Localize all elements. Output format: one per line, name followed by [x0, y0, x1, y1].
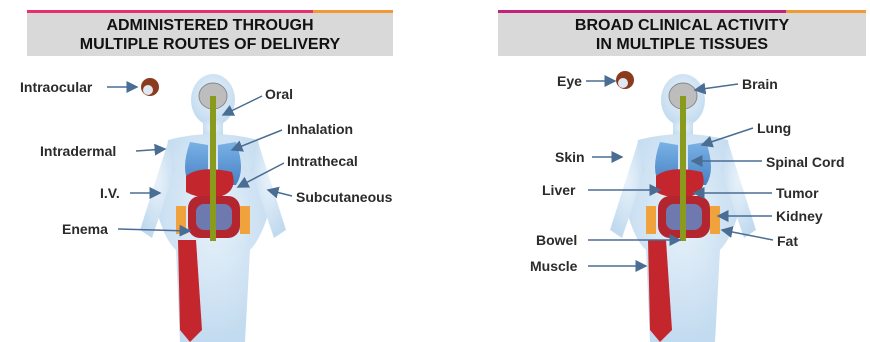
label-fat: Fat [777, 233, 798, 249]
label-oral: Oral [265, 86, 293, 102]
spinal-cord-icon [210, 96, 216, 241]
label-iv: I.V. [100, 185, 120, 201]
fat-icon [646, 206, 656, 234]
label-intradermal: Intradermal [40, 143, 116, 159]
eye-icon [616, 71, 634, 89]
label-skin: Skin [555, 149, 585, 165]
eye-icon [141, 78, 159, 96]
spinal-cord-icon [680, 96, 686, 241]
fat-icon [176, 206, 186, 234]
label-eye: Eye [557, 73, 582, 89]
label-brain: Brain [742, 76, 778, 92]
label-intrathecal: Intrathecal [287, 153, 358, 169]
label-spinal-cord: Spinal Cord [766, 154, 845, 170]
label-bowel: Bowel [536, 232, 577, 248]
label-liver: Liver [542, 182, 575, 198]
label-kidney: Kidney [776, 208, 823, 224]
label-inhalation: Inhalation [287, 121, 353, 137]
label-lung: Lung [757, 120, 791, 136]
body-diagram-tissues [470, 0, 870, 342]
label-subcutaneous: Subcutaneous [296, 189, 392, 205]
label-tumor: Tumor [776, 185, 819, 201]
left-panel: ADMINISTERED THROUGH MULTIPLE ROUTES OF … [0, 0, 400, 342]
liver-icon [186, 169, 234, 197]
label-enema: Enema [62, 221, 108, 237]
label-muscle: Muscle [530, 258, 577, 274]
body-diagram-routes [0, 0, 400, 342]
label-intraocular: Intraocular [20, 79, 92, 95]
right-panel: BROAD CLINICAL ACTIVITY IN MULTIPLE TISS… [470, 0, 870, 342]
